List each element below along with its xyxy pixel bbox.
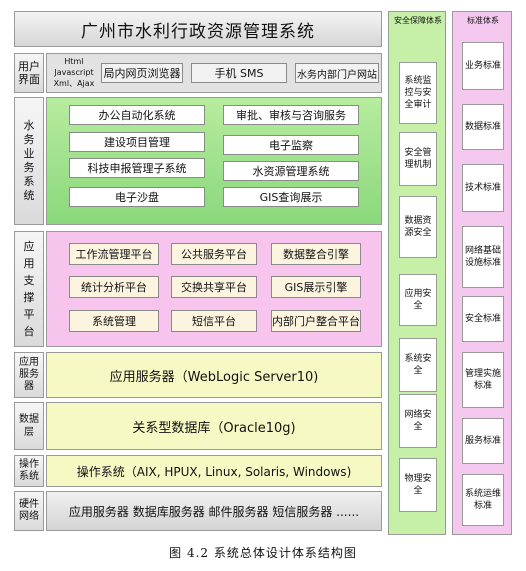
business-layer-panel: 办公自动化系统 审批、审核与咨询服务 建设项目管理 电子监察 科技申报管理子系统… [46,97,382,225]
sup-gis-engine: GIS展示引擎 [271,276,361,298]
sec-management-mechanism: 安全管理机制 [399,132,437,186]
appserver-panel: 应用服务器（WebLogic Server10) [46,352,382,398]
sec-system: 系统安全 [399,338,437,392]
sec-application: 应用安全 [399,274,437,326]
user-layer-label: 用户界面 [14,53,44,93]
sup-public-service: 公共服务平台 [171,243,257,265]
tech-stack: Html Javascript Xml、Ajax [50,56,98,89]
support-layer: 应用支撑平台 工作流管理平台 公共服务平台 数据整合引擎 统计分析平台 交换共享… [14,231,382,347]
database-layer: 数据层 关系型数据库（Oracle10g) [14,402,382,450]
database-panel: 关系型数据库（Oracle10g) [46,402,382,450]
business-layer: 水务业务系统 办公自动化系统 审批、审核与咨询服务 建设项目管理 电子监察 科技… [14,97,382,225]
std-data: 数据标准 [462,104,504,150]
biz-gis-query: GIS查询展示 [223,187,359,207]
support-layer-panel: 工作流管理平台 公共服务平台 数据整合引擎 统计分析平台 交换共享平台 GIS展… [46,231,382,347]
std-service: 服务标准 [462,418,504,464]
biz-e-supervision: 电子监察 [223,135,359,155]
sup-sms-platform: 短信平台 [171,310,257,332]
biz-e-sandtable: 电子沙盘 [69,187,205,207]
sec-data-resource: 数据资源安全 [399,196,437,258]
hardware-layer-label: 硬件网络 [14,491,44,531]
biz-tech-application: 科技申报管理子系统 [69,158,205,178]
sup-statistics: 统计分析平台 [69,276,159,298]
security-column: 安全保障体系 系统监控与安全审计 安全管理机制 数据资源安全 应用安全 系统安全… [388,11,446,535]
sup-workflow: 工作流管理平台 [69,243,159,265]
hardware-layer: 硬件网络 应用服务器 数据库服务器 邮件服务器 短信服务器 ...... [14,491,382,531]
tech-xml-ajax: Xml、Ajax [53,79,95,88]
biz-approval-consulting: 审批、审核与咨询服务 [223,105,359,125]
support-layer-label: 应用支撑平台 [14,231,44,347]
database-layer-label: 数据层 [14,402,44,450]
sup-system-management: 系统管理 [69,310,159,332]
sup-portal-integration: 内部门户整合平台 [271,310,361,332]
os-panel: 操作系统（AIX, HPUX, Linux, Solaris, Windows) [46,455,382,487]
appserver-layer-label: 应用服务器 [14,352,44,398]
business-layer-label: 水务业务系统 [14,97,44,225]
std-operations: 系统运维标准 [462,474,504,526]
os-layer: 操作系统 操作系统（AIX, HPUX, Linux, Solaris, Win… [14,455,382,487]
standards-column: 标准体系 业务标准 数据标准 技术标准 网络基础设施标准 安全标准 管理实施标准… [452,11,512,535]
tech-javascript: Javascript [54,68,94,77]
sup-exchange-sharing: 交换共享平台 [171,276,257,298]
std-technology: 技术标准 [462,164,504,212]
sec-monitoring-audit: 系统监控与安全审计 [399,62,437,124]
std-network-infrastructure: 网络基础设施标准 [462,226,504,288]
sec-physical: 物理安全 [399,458,437,512]
ui-box-intranet-browser: 局内网页浏览器 [101,63,183,83]
biz-office-automation: 办公自动化系统 [69,105,205,125]
os-layer-label: 操作系统 [14,455,44,487]
user-layer: 用户界面 Html Javascript Xml、Ajax 局内网页浏览器 手机… [14,53,382,93]
sec-network: 网络安全 [399,394,437,448]
page-title: 广州市水利行政资源管理系统 [81,21,315,42]
standards-title: 标准体系 [467,16,499,25]
security-title: 安全保障体系 [394,16,442,25]
user-layer-panel: Html Javascript Xml、Ajax 局内网页浏览器 手机 SMS … [46,53,382,93]
std-management-implementation: 管理实施标准 [462,352,504,408]
biz-water-resource: 水资源管理系统 [223,161,359,181]
biz-construction-project: 建设项目管理 [69,132,205,152]
appserver-layer: 应用服务器 应用服务器（WebLogic Server10) [14,352,382,398]
std-business: 业务标准 [462,42,504,90]
tech-html: Html [64,57,84,66]
ui-box-mobile-sms: 手机 SMS [191,63,287,83]
hardware-panel: 应用服务器 数据库服务器 邮件服务器 短信服务器 ...... [46,491,382,531]
std-security: 安全标准 [462,296,504,342]
ui-box-internal-portal: 水务内部门户网站 [295,63,379,83]
figure-caption: 图 4.2 系统总体设计体系结构图 [169,546,357,560]
sup-data-integration: 数据整合引擎 [271,243,361,265]
title-bar: 广州市水利行政资源管理系统 [14,11,382,47]
